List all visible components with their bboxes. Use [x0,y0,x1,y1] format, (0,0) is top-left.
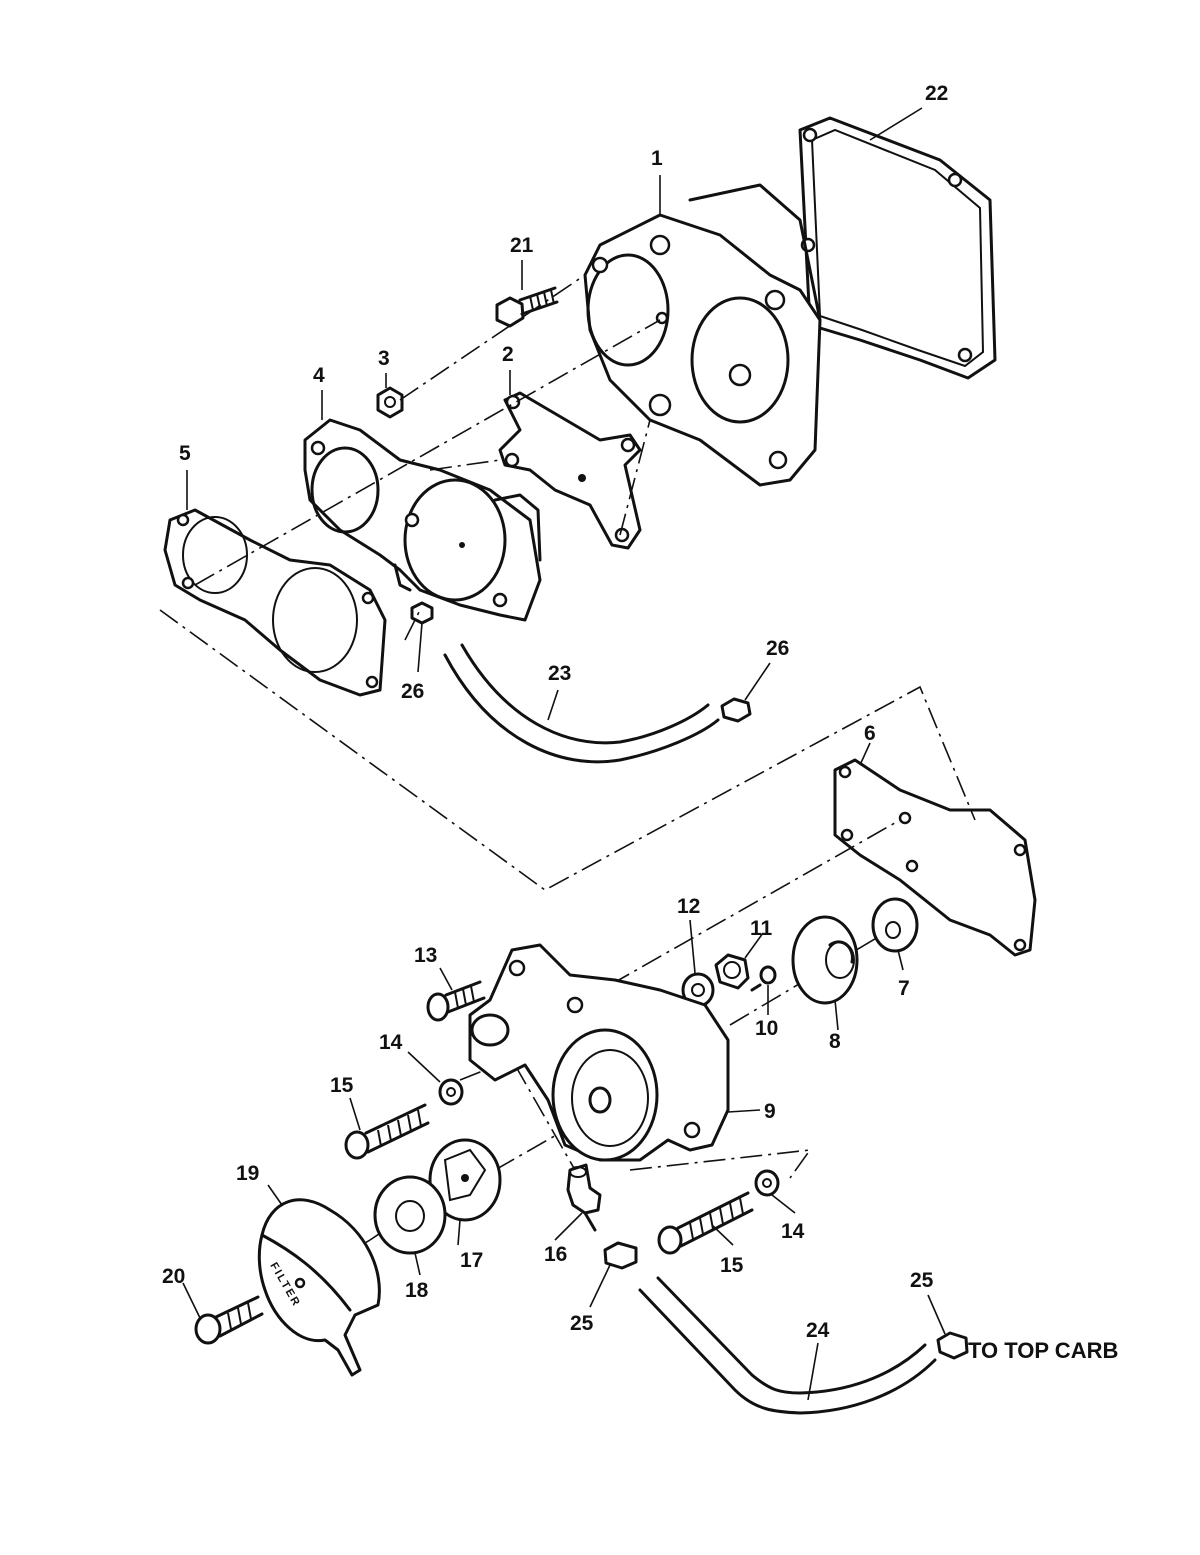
callout-8: 8 [829,1030,841,1053]
callout-26-left: 26 [401,680,424,703]
part-2-bracket [498,391,642,550]
part-16-fitting [566,1163,602,1232]
callout-7: 7 [898,977,910,1000]
callout-10: 10 [755,1017,778,1040]
callout-26-right: 26 [766,637,789,660]
part-21-bolt [495,286,559,328]
callout-14-upper: 14 [379,1031,403,1054]
part-18-filter-screen [373,1175,447,1255]
assembly-lines [159,274,976,1179]
callout-23: 23 [548,662,571,685]
callout-12: 12 [677,895,700,918]
callout-1: 1 [651,147,663,170]
callout-4: 4 [313,364,325,387]
part-8-diaphragm [791,915,859,1005]
destination-note: TO TOP CARB [968,1338,1118,1363]
part-25-clamp-right [936,1331,969,1360]
part-4-cover [303,418,542,622]
part-12-washer [681,972,715,1008]
callout-13: 13 [414,944,437,967]
part-24-hose [638,1276,937,1415]
part-14-washer-upper [438,1078,464,1106]
callout-20: 20 [162,1265,185,1288]
part-3-nut [376,386,404,419]
callout-labels: 1 2 3 4 5 6 7 8 9 10 11 12 13 14 14 15 1… [162,82,948,1342]
callout-21: 21 [510,234,534,257]
callout-22: 22 [925,82,948,105]
callout-5: 5 [179,442,191,465]
part-23-hose [443,643,720,764]
part-14-washer-lower [754,1169,780,1197]
part-1-pump-body [583,183,822,487]
callout-3: 3 [378,347,390,370]
part-10-screw [750,965,777,992]
part-20-screw [194,1295,264,1345]
callout-19: 19 [236,1162,259,1185]
part-15-screw-upper [344,1103,430,1160]
callout-15-lower: 15 [720,1254,744,1277]
part-17-filter-plate [428,1138,502,1222]
part-26-clamp-left [410,601,434,625]
part-11-valve [714,953,750,990]
callout-18: 18 [405,1279,429,1302]
part-19-filter-cover: FILTER [257,1198,381,1377]
callout-2: 2 [502,343,514,366]
callout-25-left: 25 [570,1312,594,1335]
callout-24: 24 [806,1319,830,1342]
part-26-clamp-right [720,697,752,723]
part-22-gasket [798,116,997,380]
part-25-clamp-left [603,1241,638,1270]
part-5-gasket [163,508,387,697]
callout-6: 6 [864,722,876,745]
callout-11: 11 [750,917,773,940]
part-15-screw-lower [657,1191,754,1255]
callout-16: 16 [544,1243,567,1266]
callout-9: 9 [764,1100,776,1123]
part-6-gasket [833,758,1037,957]
leader-lines [182,107,946,1401]
callout-15-upper: 15 [330,1074,354,1097]
callout-17: 17 [460,1249,483,1272]
part-9-housing [468,943,730,1162]
callout-14-lower: 14 [781,1220,805,1243]
part-7-washer [871,897,919,953]
callout-25-right: 25 [910,1269,934,1292]
part-13-screw [426,980,486,1022]
